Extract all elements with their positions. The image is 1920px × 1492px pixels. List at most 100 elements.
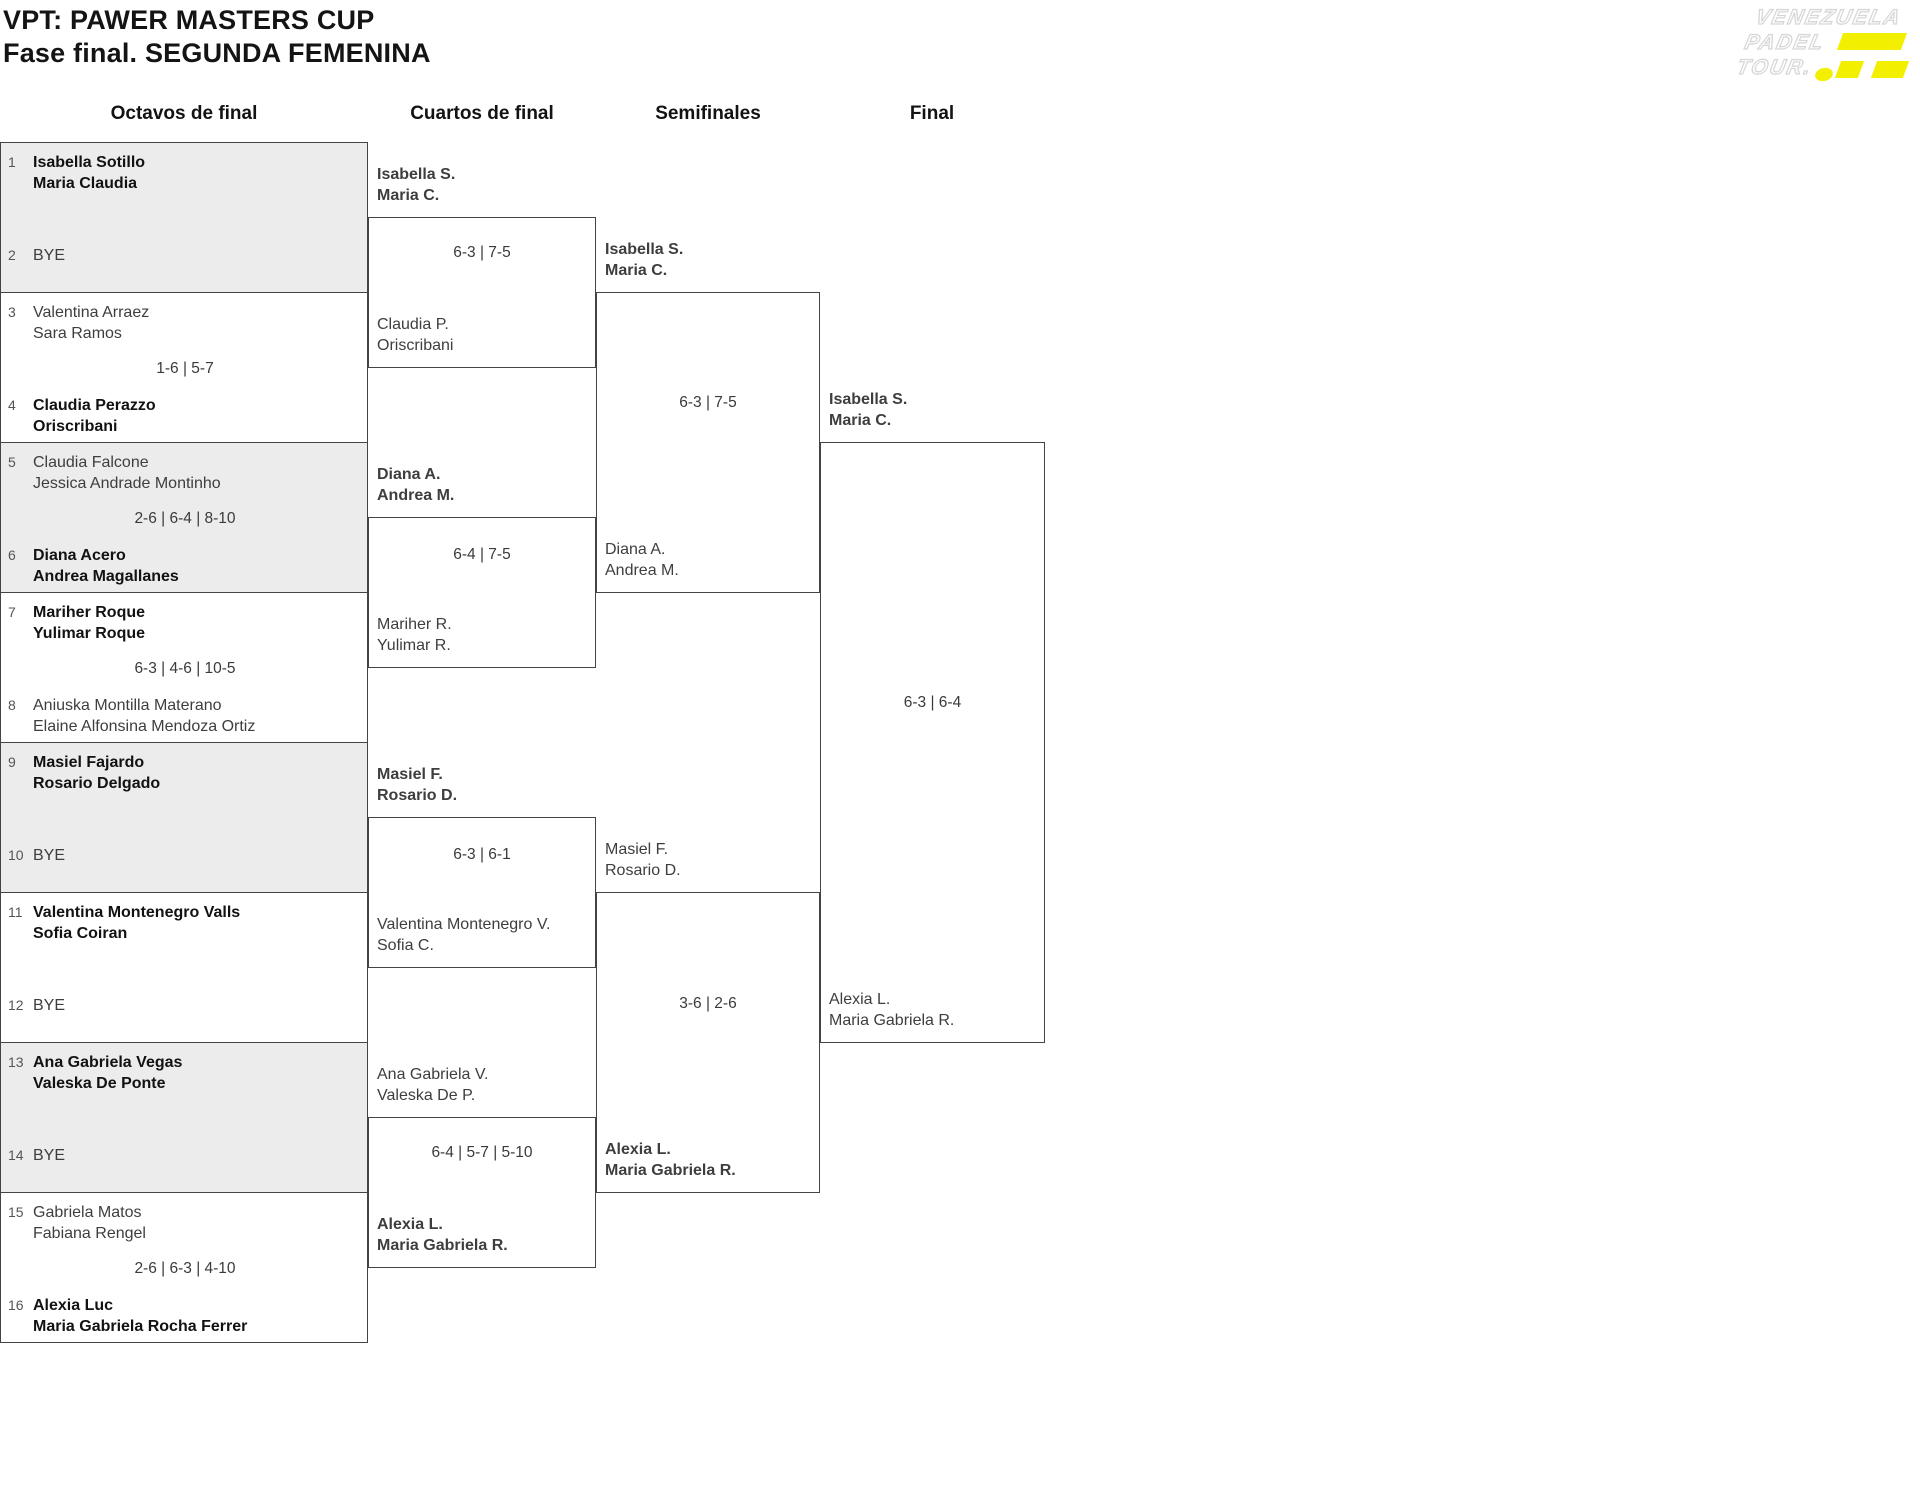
player-name: Isabella S. — [377, 166, 456, 183]
seed-number: 11 — [8, 904, 23, 920]
team-names: BYE — [33, 995, 65, 1016]
logo-text-tour: TOUR. — [1734, 55, 1815, 79]
qf2-team-bottom: Mariher R. Yulimar R. — [377, 614, 452, 656]
player-name: Andrea M. — [377, 487, 455, 504]
seed-number: 10 — [8, 847, 24, 863]
qf-box-1 — [368, 217, 596, 368]
player-name: BYE — [33, 997, 66, 1014]
round-header-final: Final — [909, 103, 955, 124]
final-team-bottom: Alexia L. Maria Gabriela R. — [829, 989, 954, 1031]
player-name: Sofia Coiran — [33, 925, 128, 942]
player-name: Alexia L. — [377, 1216, 443, 1233]
seed-number: 13 — [8, 1054, 24, 1070]
player-name: Diana A. — [605, 541, 666, 558]
match-score: 6-3 | 4-6 | 10-5 — [134, 660, 236, 677]
qf3-score: 6-3 | 6-1 — [453, 846, 511, 863]
player-name: Valentina Montenegro Valls — [33, 904, 241, 921]
player-name: Mariher Roque — [33, 604, 146, 621]
team-names: BYE — [33, 845, 65, 866]
logo-text-venezuela: VENEZUELA — [1753, 5, 1904, 29]
team-names: BYE — [33, 1145, 65, 1166]
player-name: Masiel F. — [605, 841, 669, 858]
qf-box-3 — [368, 817, 596, 968]
logo-yellow-bar-large — [1836, 33, 1908, 50]
team-slot: 9 Masiel Fajardo Rosario Delgado — [8, 752, 160, 794]
player-name: Valeska De P. — [377, 1087, 476, 1104]
seed-number: 1 — [8, 154, 16, 170]
player-name: Andrea M. — [605, 562, 679, 579]
qf2-score: 6-4 | 7-5 — [453, 546, 511, 563]
player-name: Claudia Falcone — [33, 454, 149, 471]
team-slot: 4 Claudia Perazzo Oriscribani — [8, 395, 156, 437]
seed-number: 16 — [8, 1297, 24, 1313]
player-name: Valentina Arraez — [33, 304, 150, 321]
player-name: Valentina Montenegro V. — [377, 916, 551, 933]
player-name: Aniuska Montilla Materano — [33, 697, 222, 714]
team-slot: 14 BYE — [8, 1145, 65, 1166]
sf1-score: 6-3 | 7-5 — [679, 394, 737, 411]
seed-number: 4 — [8, 397, 16, 413]
qf4-team-top: Ana Gabriela V. Valeska De P. — [377, 1064, 488, 1106]
match-score: 2-6 | 6-3 | 4-10 — [134, 1260, 236, 1277]
qf1-team-top: Isabella S. Maria C. — [377, 164, 455, 206]
qf1-team-bottom: Claudia P. Oriscribani — [377, 314, 453, 356]
player-name: Rosario D. — [377, 787, 458, 804]
player-name: Diana A. — [377, 466, 441, 483]
qf4-team-bottom: Alexia L. Maria Gabriela R. — [377, 1214, 508, 1256]
team-names: BYE — [33, 245, 65, 266]
team-slot: 13 Ana Gabriela Vegas Valeska De Ponte — [8, 1052, 182, 1094]
player-name: Gabriela Matos — [33, 1204, 142, 1221]
team-names: Isabella Sotillo Maria Claudia — [33, 152, 145, 194]
player-name: Maria Gabriela Rocha Ferrer — [33, 1318, 248, 1335]
player-name: Isabella S. — [605, 241, 684, 258]
team-slot: 5 Claudia Falcone Jessica Andrade Montin… — [8, 452, 221, 494]
seed-number: 5 — [8, 454, 16, 470]
team-names: Valentina Arraez Sara Ramos — [33, 302, 149, 344]
sf2-team-bottom: Alexia L. Maria Gabriela R. — [605, 1139, 736, 1181]
qf-box-2 — [368, 517, 596, 668]
r16-match-6: 11 Valentina Montenegro Valls Sofia Coir… — [0, 892, 368, 1043]
team-names: Gabriela Matos Fabiana Rengel — [33, 1202, 146, 1244]
round-header-octavos: Octavos de final — [110, 103, 258, 124]
player-name: Yulimar R. — [377, 637, 451, 654]
sf-box-2 — [596, 892, 820, 1193]
team-slot: 10 BYE — [8, 845, 65, 866]
sf1-team-top: Isabella S. Maria C. — [605, 239, 683, 281]
team-names: Mariher Roque Yulimar Roque — [33, 602, 145, 644]
r16-match-5: 9 Masiel Fajardo Rosario Delgado 10 BYE — [0, 742, 368, 893]
seed-number: 2 — [8, 247, 16, 263]
qf2-team-top: Diana A. Andrea M. — [377, 464, 454, 506]
team-names: Masiel Fajardo Rosario Delgado — [33, 752, 160, 794]
logo-text-padel: PADEL — [1742, 30, 1828, 54]
player-name: Rosario Delgado — [33, 775, 161, 792]
player-name: Ana Gabriela Vegas — [33, 1054, 183, 1071]
seed-number: 9 — [8, 754, 16, 770]
team-names: Aniuska Montilla Materano Elaine Alfonsi… — [33, 695, 255, 737]
team-names: Diana Acero Andrea Magallanes — [33, 545, 179, 587]
player-name: Oriscribani — [33, 418, 118, 435]
final-score: 6-3 | 6-4 — [903, 694, 962, 711]
round-header-cuartos: Cuartos de final — [410, 103, 554, 124]
seed-number: 15 — [8, 1204, 24, 1220]
qf3-team-bottom: Valentina Montenegro V. Sofia C. — [377, 914, 550, 956]
player-name: Sofia C. — [377, 937, 434, 954]
player-name: Masiel F. — [377, 766, 443, 783]
player-name: Isabella Sotillo — [33, 154, 146, 171]
team-names: Claudia Falcone Jessica Andrade Montinho — [33, 452, 221, 494]
match-score: 2-6 | 6-4 | 8-10 — [134, 510, 236, 527]
player-name: Fabiana Rengel — [33, 1225, 146, 1242]
player-name: Sara Ramos — [33, 325, 122, 342]
final-team-top: Isabella S. Maria C. — [829, 389, 907, 431]
r16-match-2: 3 Valentina Arraez Sara Ramos 1-6 | 5-7 … — [0, 292, 368, 443]
team-slot: 2 BYE — [8, 245, 65, 266]
sf-box-1 — [596, 292, 820, 593]
match-score: 1-6 | 5-7 — [156, 360, 214, 377]
qf4-score: 6-4 | 5-7 | 5-10 — [431, 1144, 533, 1161]
r16-match-7: 13 Ana Gabriela Vegas Valeska De Ponte 1… — [0, 1042, 368, 1193]
player-name: Maria C. — [829, 412, 892, 429]
seed-number: 6 — [8, 547, 16, 563]
final-box — [820, 442, 1045, 1043]
player-name: Maria Gabriela R. — [829, 1012, 955, 1029]
player-name: Isabella S. — [829, 391, 908, 408]
team-names: Ana Gabriela Vegas Valeska De Ponte — [33, 1052, 182, 1094]
